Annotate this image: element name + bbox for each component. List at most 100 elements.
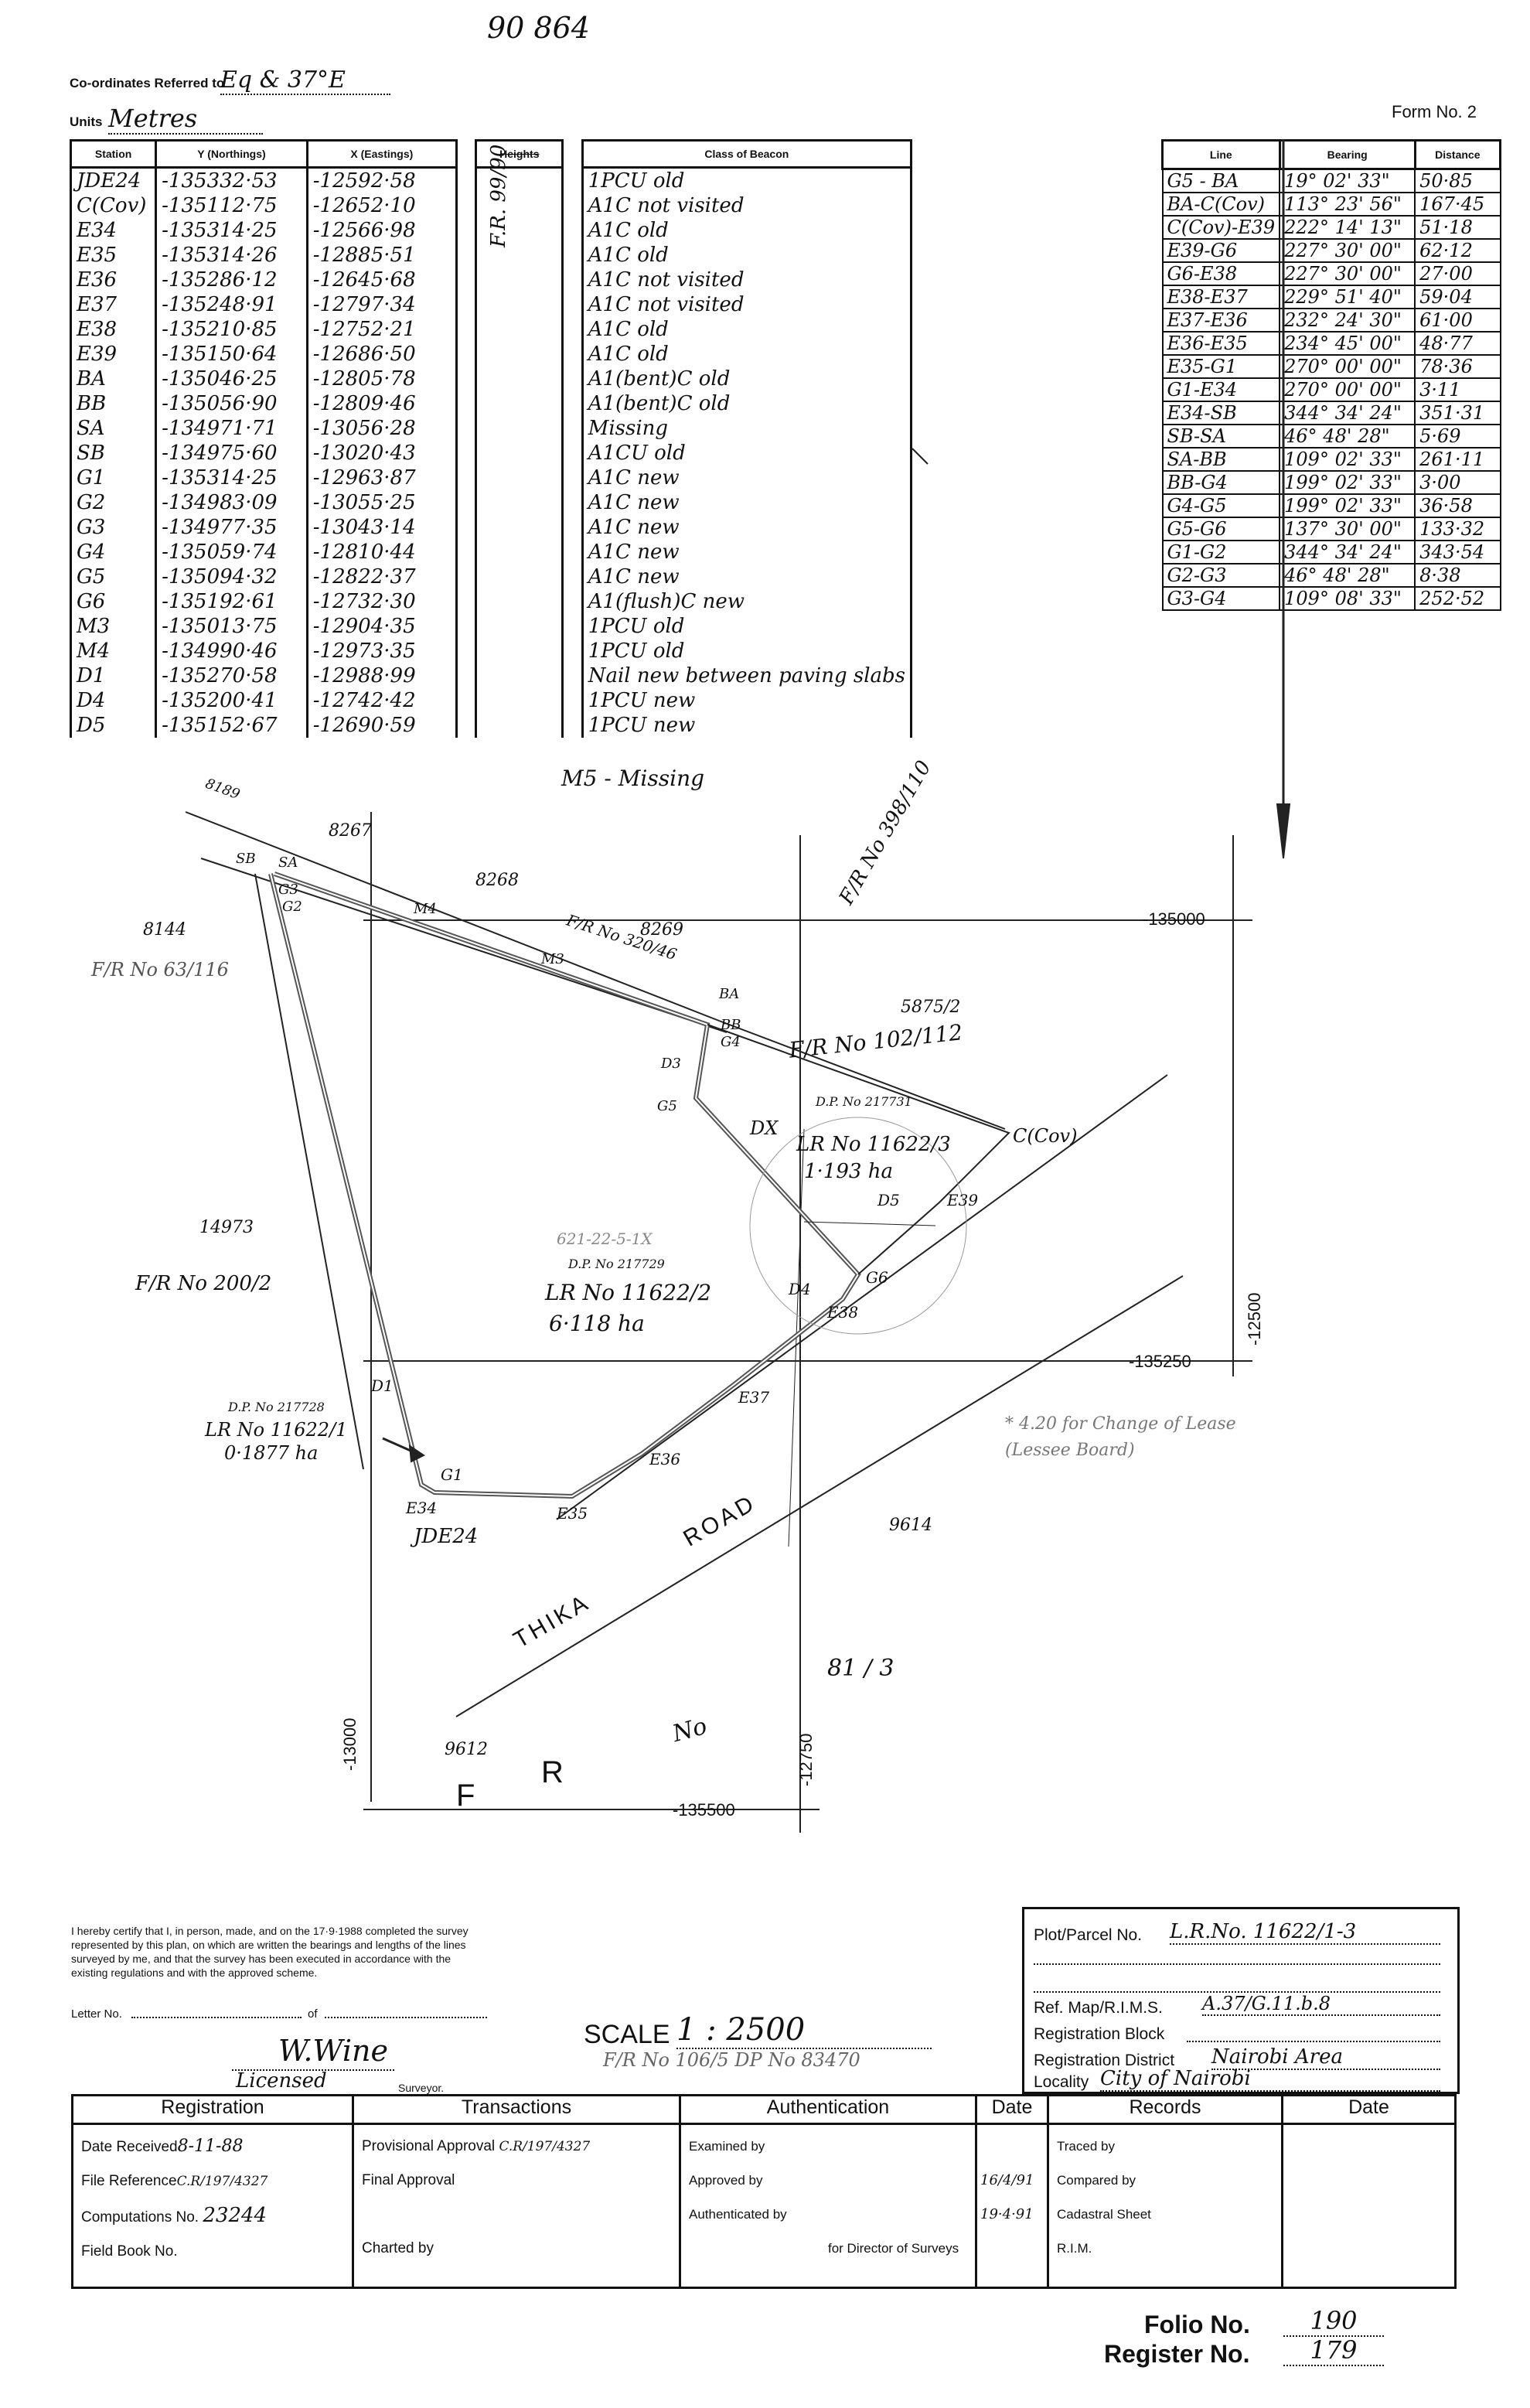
stamp-circle	[749, 1117, 967, 1335]
scale-value: 1 : 2500	[676, 2012, 932, 2049]
line-bearing: 113° 23' 56"	[1279, 192, 1416, 217]
authenticated-date: 19·4·91	[980, 2206, 1034, 2222]
station-northing: -135059·74	[155, 540, 308, 564]
units-label: Units	[70, 114, 103, 129]
locality-label: Locality	[1034, 2073, 1089, 2091]
pencil-mark: 621-22-5-1X	[557, 1230, 653, 1248]
station-northing: -135112·75	[155, 193, 308, 218]
station-beacon-class: A1C new	[581, 466, 913, 490]
col-line: Line	[1161, 139, 1281, 170]
station-northing: -135286·12	[155, 268, 308, 292]
col-northings: Y (Northings)	[155, 139, 308, 169]
station-easting: -12592·58	[305, 167, 458, 193]
station-height	[475, 416, 564, 441]
boundary-102-112	[718, 1020, 1006, 1130]
label-lr3: LR No 11622/3	[796, 1133, 951, 1156]
station-id: BB	[69, 391, 158, 416]
station-northing: -135314·25	[155, 466, 308, 490]
station-e37: E37	[738, 1388, 770, 1407]
line-id: E38-E37	[1161, 285, 1281, 309]
station-height	[475, 243, 564, 268]
station-g3: G3	[278, 882, 298, 898]
label-8267: 8267	[329, 821, 372, 841]
station-easting: -12809·46	[305, 391, 458, 416]
line-distance: 133·32	[1414, 517, 1501, 541]
station-easting: -12805·78	[305, 367, 458, 391]
station-height	[475, 367, 564, 391]
station-easting: -12645·68	[305, 268, 458, 292]
label-14973: 14973	[199, 1218, 254, 1237]
station-id: G5	[69, 564, 158, 589]
station-beacon-class: A1C new	[581, 490, 913, 515]
station-e38: E38	[827, 1303, 859, 1322]
station-beacon-class: A1C not visited	[581, 292, 913, 317]
station-height	[475, 515, 564, 540]
station-beacon-class: Missing	[581, 416, 913, 441]
west-boundary	[254, 873, 364, 1470]
line-id: C(Cov)-E39	[1161, 215, 1281, 240]
station-height	[475, 713, 564, 738]
station-beacon-class: A1C new	[581, 564, 913, 589]
station-easting: -13020·43	[305, 441, 458, 466]
station-height	[475, 540, 564, 564]
station-beacon-class: A1(bent)C old	[581, 391, 913, 416]
station-beacon-class: A1C old	[581, 342, 913, 367]
station-ba: BA	[719, 986, 740, 1002]
computations-label: Computations No.	[81, 2209, 199, 2226]
of-label: of	[308, 2007, 318, 2021]
scale-label: SCALE	[584, 2020, 670, 2049]
examined-by-label: Examined by	[689, 2139, 765, 2154]
line-bearing: 19° 02' 33"	[1279, 168, 1416, 193]
station-beacon-class: 1PCU old	[581, 639, 913, 663]
station-height	[475, 292, 564, 317]
station-northing: -135150·64	[155, 342, 308, 367]
line-distance: 50·85	[1414, 168, 1501, 193]
surveyor-label: Surveyor.	[398, 2082, 445, 2094]
folio-value: 190	[1283, 2306, 1384, 2337]
station-northing: -134971·71	[155, 416, 308, 441]
pointer-arrow-head	[408, 1444, 425, 1463]
station-id: G4	[69, 540, 158, 564]
station-easting: -13043·14	[305, 515, 458, 540]
authentication-date-section: Date 16/4/91 19·4·91	[975, 2094, 1049, 2289]
station-northing: -135056·90	[155, 391, 308, 416]
units-value: Metres	[108, 104, 263, 135]
line-id: E39-G6	[1161, 238, 1281, 263]
station-northing: -135314·25	[155, 218, 308, 243]
line-bearing: 109° 02' 33"	[1279, 447, 1416, 472]
provisional-approval-value: C.R/197/4327	[499, 2139, 591, 2154]
file-reference-label: File Reference	[81, 2173, 177, 2189]
station-id: E34	[69, 218, 158, 243]
line-id: E37-E36	[1161, 308, 1281, 333]
label-8268: 8268	[475, 871, 519, 890]
ref-map-label: Ref. Map/R.I.M.S.	[1034, 1999, 1163, 2017]
station-beacon-class: A1C not visited	[581, 268, 913, 292]
road-edge-north	[185, 811, 720, 1022]
thika-road-edge-1	[556, 1074, 1168, 1520]
compared-by-label: Compared by	[1057, 2173, 1136, 2188]
station-id: G6	[69, 589, 158, 614]
line-distance: 51·18	[1414, 215, 1501, 240]
line-id: BB-G4	[1161, 470, 1281, 495]
records-date-section: Date	[1281, 2094, 1457, 2289]
station-m4: M4	[414, 901, 437, 917]
col-class-beacon: Class of Beacon	[581, 139, 913, 169]
line-id: G4-G5	[1161, 493, 1281, 518]
station-g4: G4	[721, 1034, 741, 1050]
line-bearing: 229° 51' 40"	[1279, 285, 1416, 309]
north-arrow-head	[1276, 803, 1291, 859]
